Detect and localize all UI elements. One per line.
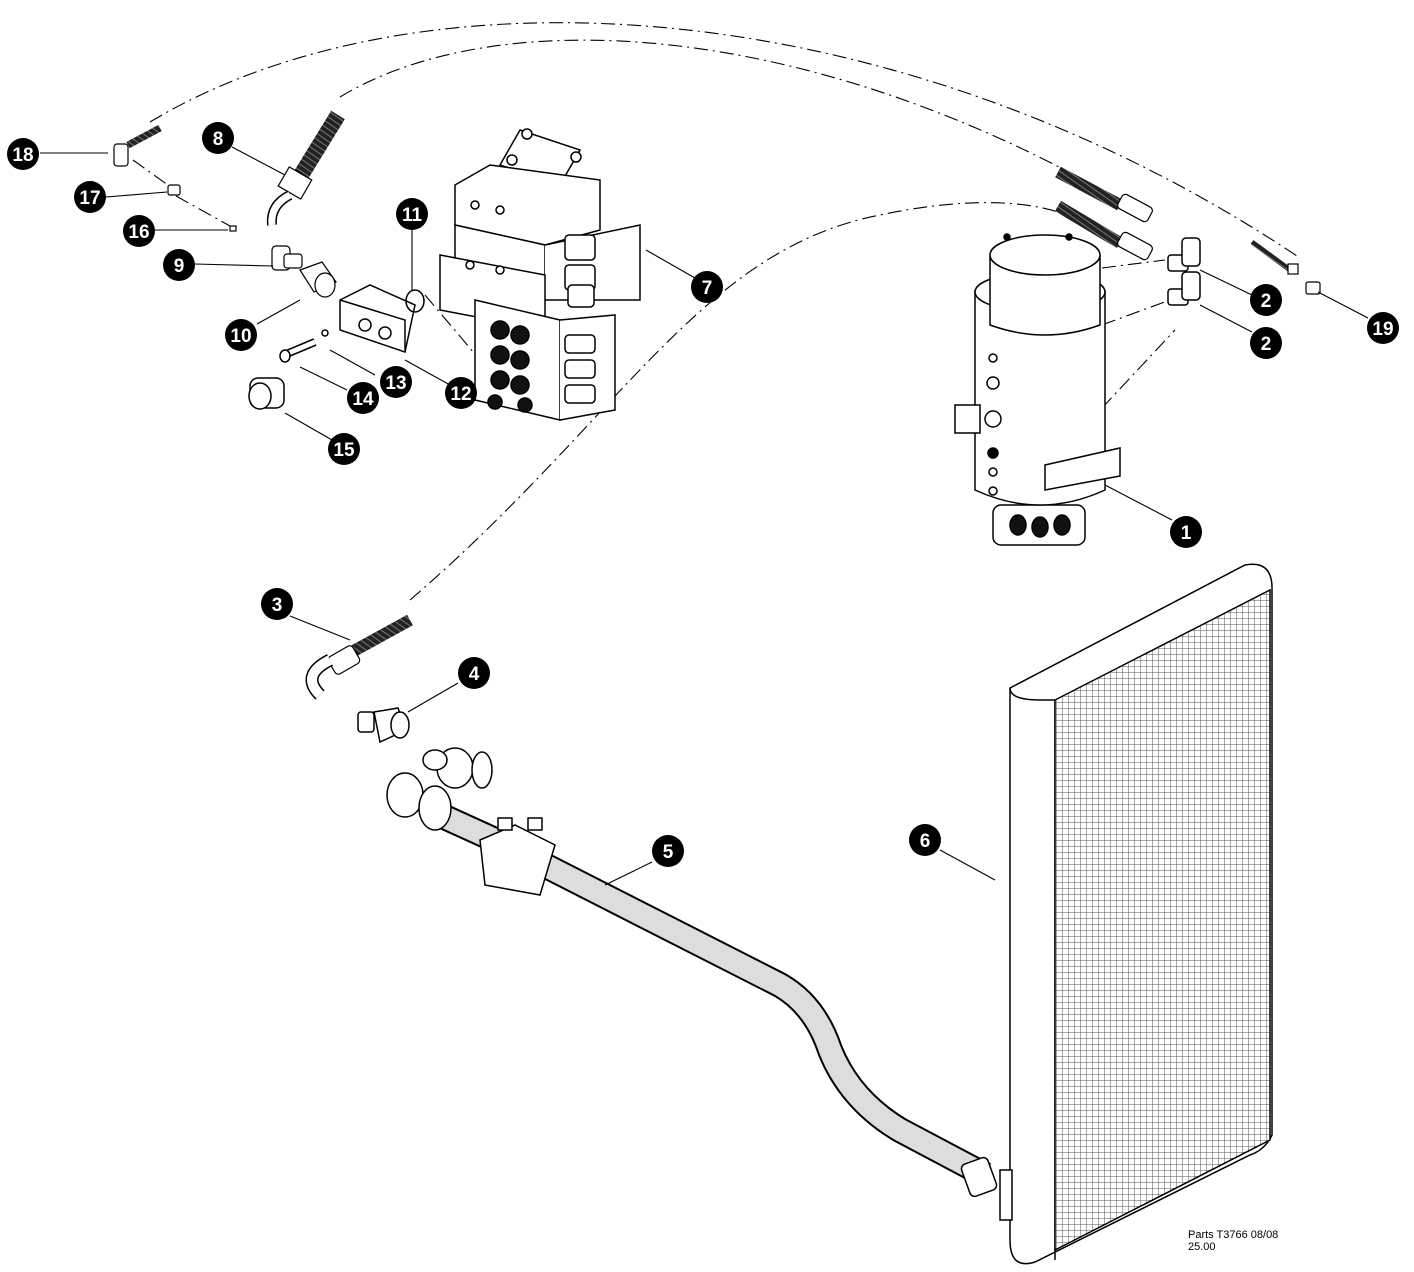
callout-13: 13: [380, 366, 412, 398]
rotary-cylinder-part: [954, 233, 1121, 546]
svg-text:6: 6: [920, 831, 931, 852]
callout-17: 17: [74, 181, 106, 213]
svg-text:18: 18: [12, 145, 33, 166]
callout-19: 19: [1367, 312, 1399, 344]
callout-2a: 2: [1250, 284, 1282, 316]
callout-2b: 2: [1250, 327, 1282, 359]
svg-text:10: 10: [230, 326, 251, 347]
svg-text:14: 14: [352, 389, 374, 410]
svg-text:4: 4: [469, 664, 480, 685]
hose-part-3: [305, 614, 413, 700]
callout-1: 1: [1170, 516, 1202, 548]
svg-text:11: 11: [402, 205, 423, 226]
svg-text:12: 12: [450, 384, 471, 405]
svg-text:16: 16: [128, 222, 149, 243]
callout-10: 10: [225, 319, 257, 351]
manifold-block-part: [248, 284, 425, 410]
callout-6: 6: [909, 824, 941, 856]
svg-text:5: 5: [663, 842, 674, 863]
phantom-lines: [132, 22, 1301, 601]
elbow-fittings-part: [1167, 237, 1201, 306]
adapter-part-4: [357, 707, 410, 744]
callout-12: 12: [445, 377, 477, 409]
svg-text:13: 13: [385, 373, 406, 394]
callout-14: 14: [347, 382, 379, 414]
callout-11: 11: [396, 198, 428, 230]
control-valve-part: [439, 128, 641, 421]
leader-lines: [40, 146, 1369, 886]
hose-part-8: [266, 110, 345, 226]
callout-5: 5: [652, 835, 684, 867]
svg-text:9: 9: [174, 256, 185, 277]
svg-text:17: 17: [79, 188, 100, 209]
callout-18: 18: [7, 138, 39, 170]
cooler-part-6: [999, 563, 1273, 1265]
callout-7: 7: [691, 271, 723, 303]
svg-text:1: 1: [1181, 523, 1192, 544]
callout-9: 9: [163, 249, 195, 281]
svg-text:2: 2: [1261, 291, 1272, 312]
svg-text:15: 15: [333, 440, 355, 461]
svg-text:7: 7: [702, 278, 713, 299]
pipe-assembly-part-5: [386, 747, 998, 1198]
svg-text:3: 3: [272, 595, 283, 616]
svg-text:8: 8: [213, 129, 224, 150]
callout-3: 3: [261, 588, 293, 620]
callout-8: 8: [202, 122, 234, 154]
hoses-top-right: [1054, 166, 1321, 295]
drawing-reference-line1: Parts T3766 08/08: [1188, 1229, 1279, 1241]
svg-text:19: 19: [1372, 319, 1393, 340]
svg-text:2: 2: [1261, 334, 1272, 355]
callout-15: 15: [328, 433, 360, 465]
drawing-reference-line2: 25.00: [1188, 1241, 1216, 1253]
callout-4: 4: [458, 657, 490, 689]
small-fittings-left: [113, 124, 337, 298]
callout-16: 16: [123, 215, 155, 247]
drawing-reference: Parts T3766 08/08 25.00: [1188, 1229, 1278, 1253]
